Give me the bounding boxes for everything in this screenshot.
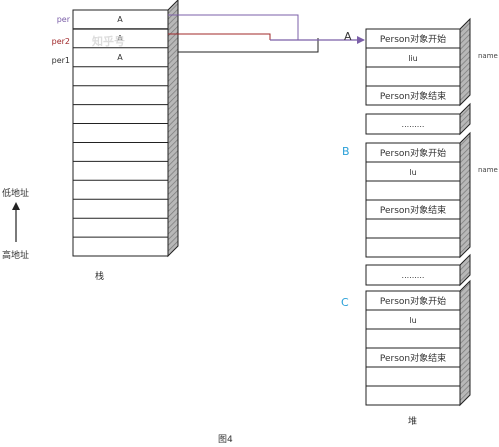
heap-caption: 堆 xyxy=(408,416,417,427)
stack-watermark: 知乎号 xyxy=(91,34,125,48)
heap-block-c-start: Person对象开始 xyxy=(380,295,446,307)
address-axis: 低地址 高地址 xyxy=(2,187,29,261)
heap: Person对象开始 liu Person对象结束 A name .......… xyxy=(341,17,498,427)
heap-block-a-side xyxy=(459,17,471,107)
heap-block-b-side xyxy=(459,131,471,259)
stack-outline xyxy=(72,9,169,257)
heap-block-c-end: Person对象结束 xyxy=(380,352,446,364)
heap-block-b-start: Person对象开始 xyxy=(380,147,446,159)
heap-block-c-field: lu xyxy=(409,316,416,325)
high-address-label: 高地址 xyxy=(2,249,29,261)
heap-ellipsis-1-side xyxy=(459,102,471,136)
stack-caption: 栈 xyxy=(95,270,104,282)
pointer-line-per2 xyxy=(168,33,271,40)
heap-ellipsis-2 xyxy=(365,264,461,286)
heap-block-a-side-label: name xyxy=(478,52,498,60)
heap-ellipsis-2-text: ......... xyxy=(402,271,425,280)
pointer-label-per: per xyxy=(57,15,71,24)
heap-block-a-end: Person对象结束 xyxy=(380,90,446,102)
address-arrow-head xyxy=(12,202,20,210)
heap-block-b-end: Person对象结束 xyxy=(380,204,446,216)
heap-block-b-field: lu xyxy=(409,168,416,177)
stack-cells xyxy=(73,28,168,238)
heap-block-c-tag: C xyxy=(341,296,349,309)
stack-cell-label: A xyxy=(117,34,123,43)
stack: A A A per per2 per1 知乎号 栈 xyxy=(52,0,179,282)
heap-block-c-side xyxy=(459,279,471,407)
pointer-label-per2: per2 xyxy=(52,37,70,46)
pointer-line-per xyxy=(168,14,299,40)
low-address-label: 低地址 xyxy=(2,187,29,199)
pointer-connectors xyxy=(168,14,365,53)
heap-ellipsis-2-side xyxy=(459,253,471,287)
heap-block-a-start: Person对象开始 xyxy=(380,33,446,45)
stack-cell-label: A xyxy=(117,15,123,24)
figure-caption: 图4 xyxy=(218,434,233,445)
heap-block-b-tag: B xyxy=(342,145,350,158)
heap-ellipsis-1-text: ......... xyxy=(402,120,425,129)
heap-block-a-field: liu xyxy=(408,54,418,63)
pointer-line-per1 xyxy=(178,38,319,53)
stack-side-panel xyxy=(167,0,179,258)
stack-cell-label: A xyxy=(117,53,123,62)
heap-block-a-tag: A xyxy=(344,30,352,43)
heap-block-b-side-label: name xyxy=(478,166,498,174)
pointer-label-per1: per1 xyxy=(52,56,70,65)
heap-ellipsis-1 xyxy=(365,113,461,135)
